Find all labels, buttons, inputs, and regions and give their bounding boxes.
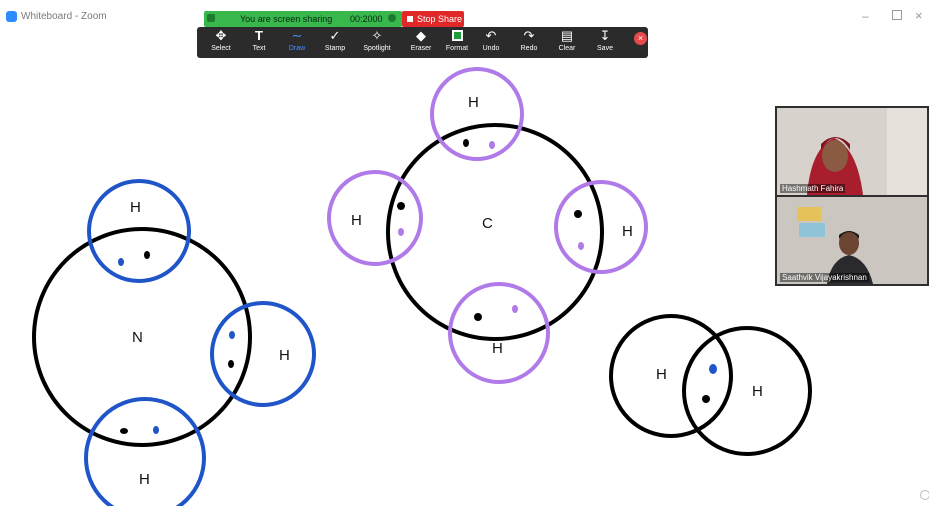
tool-draw[interactable]: ∼ Draw bbox=[277, 27, 317, 58]
tool-label: Text bbox=[252, 45, 266, 52]
trash-icon: ▤ bbox=[560, 28, 574, 43]
window-title: Whiteboard - Zoom bbox=[21, 11, 107, 22]
hydrogen-left-label: H bbox=[656, 366, 667, 383]
annotation-toolbar: ✥ Select T Text ∼ Draw ✓ Stamp ✧ Spotlig… bbox=[197, 27, 648, 58]
hydrogen-right-label: H bbox=[752, 383, 763, 400]
methane-h-right-shell bbox=[554, 180, 648, 274]
nitrogen-shell bbox=[32, 227, 252, 447]
methane-h-bottom-shell bbox=[448, 282, 550, 384]
participant-video-feed bbox=[777, 197, 927, 284]
methane-c-label: C bbox=[482, 215, 493, 232]
tool-select[interactable]: ✥ Select bbox=[201, 27, 241, 58]
close-toolbar-icon[interactable]: × bbox=[634, 32, 647, 45]
eraser-icon: ◆ bbox=[416, 28, 426, 43]
tool-label: Stamp bbox=[324, 45, 346, 52]
screen-sharing-banner bbox=[204, 11, 402, 27]
sharing-info-icon[interactable] bbox=[388, 14, 396, 22]
electron-dot bbox=[709, 364, 717, 374]
save-icon: ↧ bbox=[599, 28, 611, 43]
tool-save[interactable]: ↧ Save bbox=[585, 27, 625, 58]
electron-dot bbox=[229, 331, 235, 339]
electron-dot bbox=[120, 428, 128, 434]
minimize-icon[interactable]: – bbox=[862, 9, 869, 23]
electron-dot bbox=[574, 210, 582, 218]
ammonia-n-label: N bbox=[132, 329, 143, 346]
tool-eraser[interactable]: ◆ Eraser bbox=[401, 27, 441, 58]
tool-clear[interactable]: ▤ Clear bbox=[547, 27, 587, 58]
methane-h-left-shell bbox=[327, 170, 423, 266]
tool-label: Select bbox=[211, 45, 231, 52]
tool-label: Clear bbox=[558, 45, 576, 52]
electron-dot bbox=[397, 202, 405, 210]
tool-label: Redo bbox=[520, 45, 538, 52]
electron-dot bbox=[153, 426, 159, 434]
video-panel: Hashmath Fahira Saathvik Vijayakrishnan bbox=[775, 106, 929, 286]
stamp-icon: ✓ bbox=[329, 28, 341, 43]
methane-h-right-label: H bbox=[622, 223, 633, 240]
tool-undo[interactable]: ↶ Undo bbox=[471, 27, 511, 58]
sharing-status-icon bbox=[207, 14, 215, 22]
tool-format[interactable]: Format bbox=[437, 27, 477, 58]
electron-dot bbox=[228, 360, 234, 368]
format-color-swatch bbox=[451, 30, 463, 41]
move-icon: ✥ bbox=[215, 28, 227, 43]
tool-spotlight[interactable]: ✧ Spotlight bbox=[357, 27, 397, 58]
tool-redo[interactable]: ↷ Redo bbox=[509, 27, 549, 58]
title-bar bbox=[0, 0, 929, 22]
sharing-id-text: 00:2000 bbox=[350, 14, 383, 24]
hydrogen-left-shell bbox=[609, 314, 733, 438]
methane-h-top-shell bbox=[430, 67, 524, 161]
methane-h-top-label: H bbox=[468, 94, 479, 111]
participant-video-tile[interactable]: Hashmath Fahira bbox=[777, 108, 927, 195]
electron-dot bbox=[463, 139, 469, 147]
electron-dot bbox=[512, 305, 518, 313]
tool-label: Undo bbox=[482, 45, 500, 52]
methane-h-bottom-label: H bbox=[492, 340, 503, 357]
tool-label: Draw bbox=[288, 45, 306, 52]
draw-icon: ∼ bbox=[291, 28, 303, 43]
stop-share-button[interactable]: Stop Share bbox=[402, 11, 464, 27]
ammonia-h-bottom-shell bbox=[84, 397, 206, 506]
carbon-shell bbox=[386, 123, 604, 341]
text-icon: T bbox=[255, 28, 263, 43]
sharing-status-text: You are screen sharing bbox=[240, 14, 333, 24]
tool-label: Save bbox=[597, 45, 613, 52]
redo-icon: ↷ bbox=[523, 28, 535, 43]
stop-icon bbox=[407, 16, 413, 22]
ammonia-h-bottom-label: H bbox=[139, 471, 150, 488]
undo-icon: ↶ bbox=[485, 28, 497, 43]
stop-share-label: Stop Share bbox=[417, 14, 463, 24]
maximize-icon[interactable] bbox=[892, 10, 902, 20]
tool-label: Spotlight bbox=[363, 45, 391, 52]
methane-h-left-label: H bbox=[351, 212, 362, 229]
electron-dot bbox=[489, 141, 495, 149]
participant-video-tile[interactable]: Saathvik Vijayakrishnan bbox=[777, 197, 927, 284]
format-icon bbox=[437, 27, 477, 44]
participant-video-feed bbox=[777, 108, 927, 195]
window-close-icon[interactable]: × bbox=[915, 8, 923, 23]
ammonia-h-right-shell bbox=[210, 301, 316, 407]
participant-name: Saathvik Vijayakrishnan bbox=[780, 273, 869, 282]
scroll-handle[interactable] bbox=[920, 490, 929, 500]
electron-dot bbox=[702, 395, 710, 403]
electron-dot bbox=[398, 228, 404, 236]
participant-name: Hashmath Fahira bbox=[780, 184, 846, 193]
tool-label: Format bbox=[445, 45, 469, 52]
electron-dot bbox=[144, 251, 150, 259]
electron-dot bbox=[474, 313, 482, 321]
electron-dot bbox=[578, 242, 584, 250]
hydrogen-right-shell bbox=[682, 326, 812, 456]
tool-label: Eraser bbox=[410, 45, 432, 52]
electron-dot bbox=[118, 258, 124, 266]
tool-text[interactable]: T Text bbox=[239, 27, 279, 58]
tool-stamp[interactable]: ✓ Stamp bbox=[315, 27, 355, 58]
ammonia-h-top-shell bbox=[87, 179, 191, 283]
ammonia-h-right-label: H bbox=[279, 347, 290, 364]
zoom-app-icon bbox=[6, 11, 17, 22]
ammonia-h-top-label: H bbox=[130, 199, 141, 216]
spotlight-icon: ✧ bbox=[371, 28, 383, 43]
